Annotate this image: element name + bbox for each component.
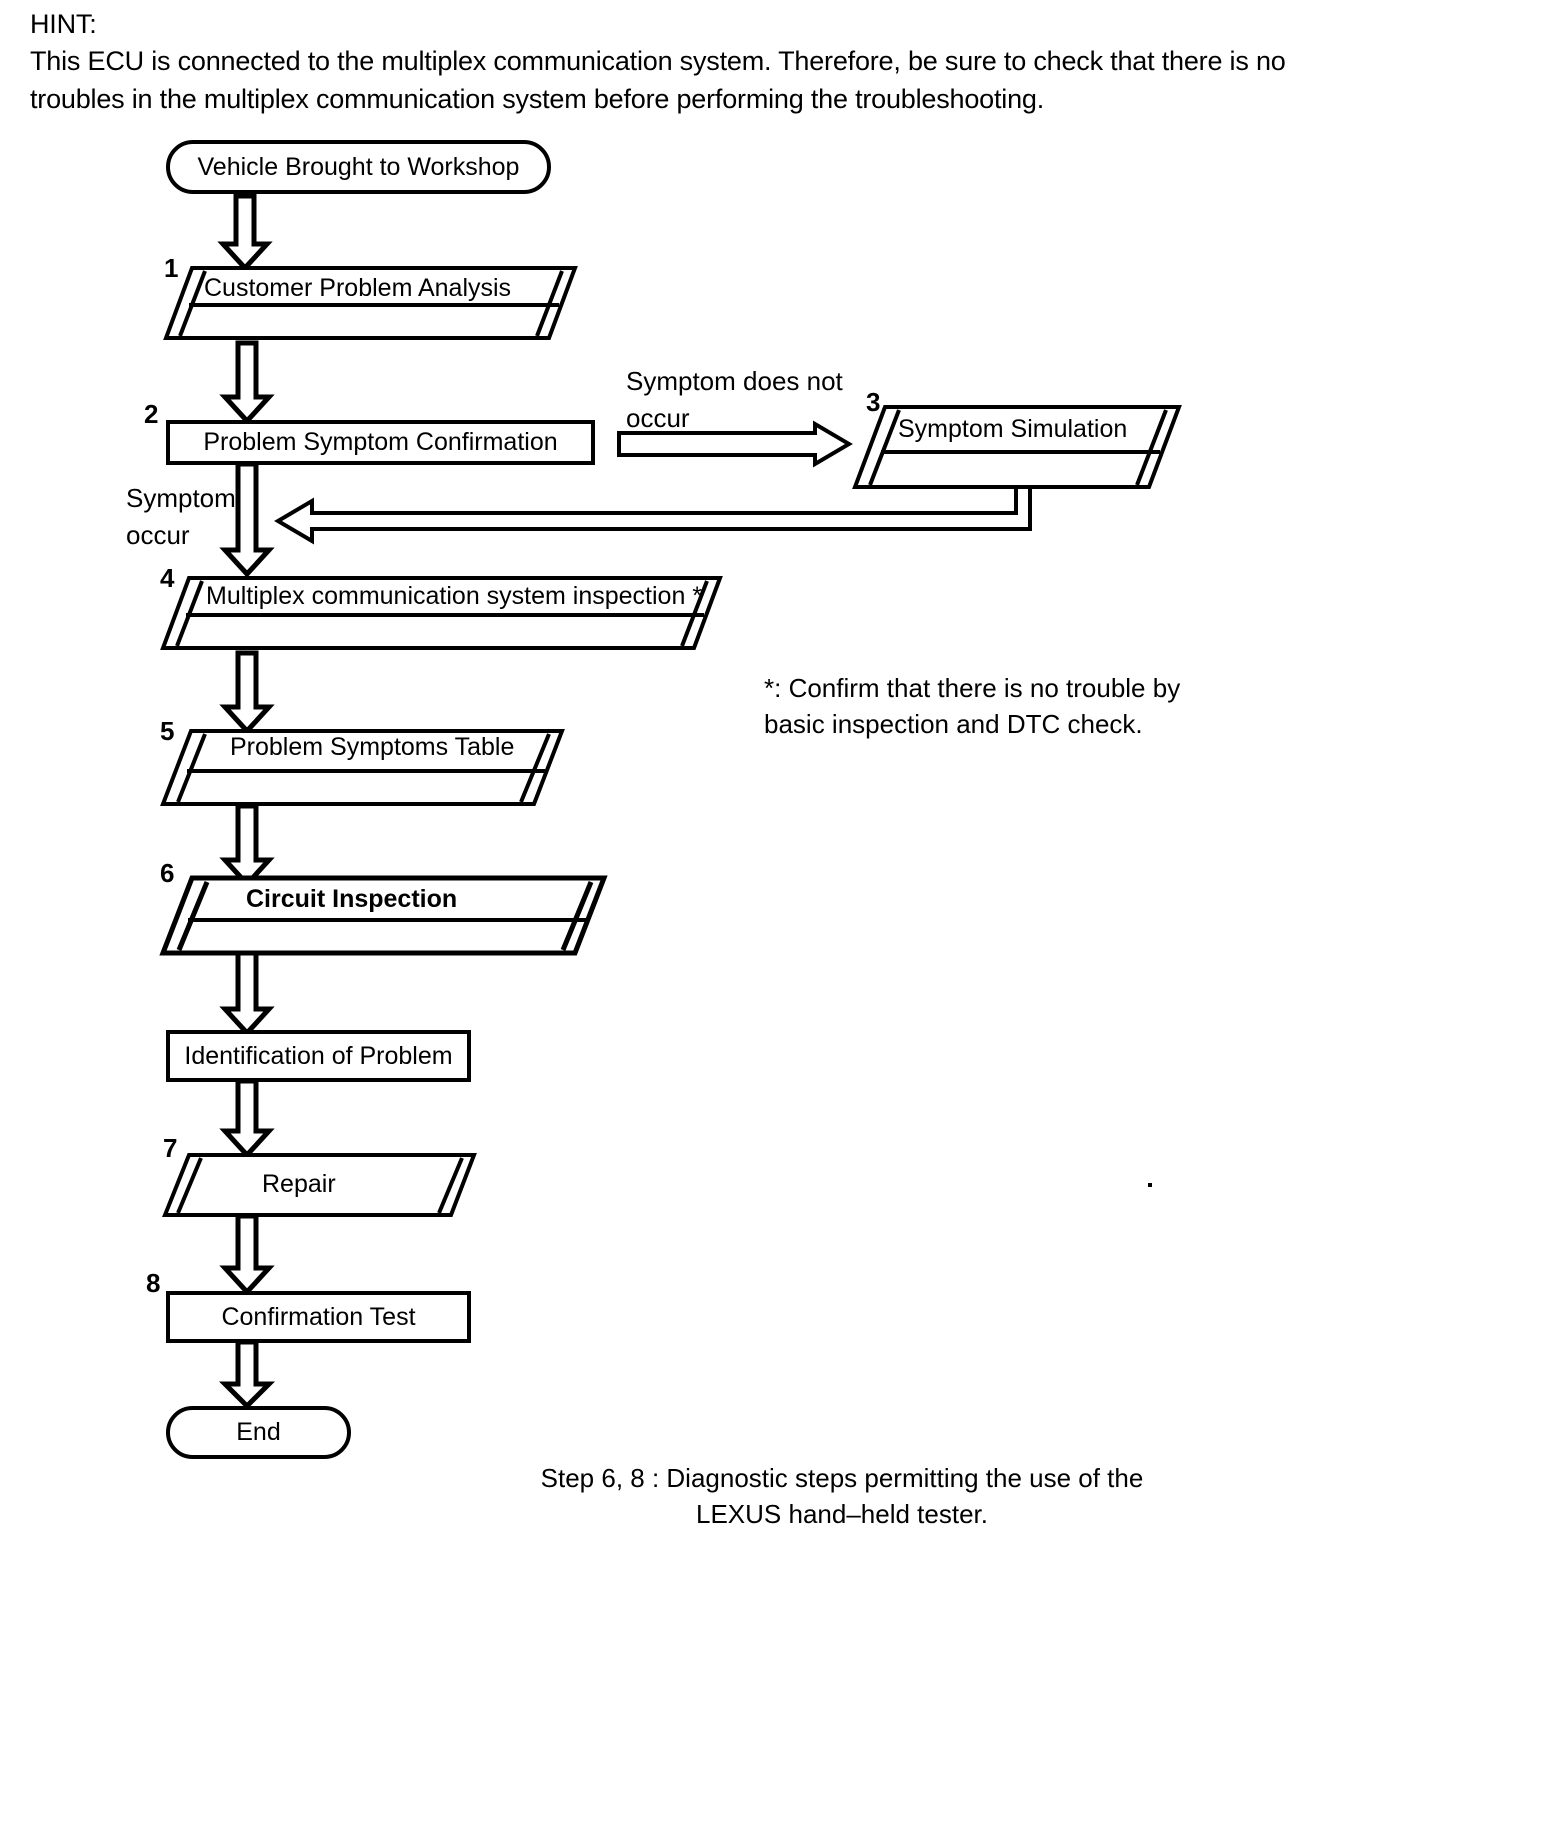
node-8-label: Confirmation Test [221,1302,416,1331]
step-number-6: 6 [160,858,175,888]
step-number-8: 8 [146,1268,161,1298]
node-identification-label: Identification of Problem [184,1041,453,1070]
node-3-label: Symptom Simulation [898,415,1128,443]
arrow-1-to-2 [219,340,275,425]
terminal-end: End [166,1406,351,1459]
node-7-label: Repair [262,1170,336,1198]
hint-title: HINT: [30,9,97,39]
step-number-3: 3 [866,387,881,417]
arrow-6-to-identification [219,950,275,1037]
print-artifact-dot [1148,1183,1152,1187]
node-2-label: Problem Symptom Confirmation [203,428,558,456]
node-1-shape [163,266,578,340]
node-6-label: Circuit Inspection [246,885,458,913]
terminal-start-label: Vehicle Brought to Workshop [197,152,520,181]
branch-label-symptom-occur: Symptom occur [126,483,236,550]
node-3-shape [852,405,1182,489]
node-5-label: Problem Symptoms Table [230,733,515,761]
footer-note: Step 6, 8 : Diagnostic steps permitting … [540,1463,1144,1529]
step-number-5: 5 [160,716,175,746]
step-number-7: 7 [163,1133,178,1163]
node-5-shape [160,729,565,806]
arrow-7-to-8 [219,1213,275,1296]
node-4-label: Multiplex communication system inspectio… [206,582,703,610]
step-number-4: 4 [160,563,175,593]
node-4-shape [160,576,723,650]
node-1-label: Customer Problem Analysis [204,274,512,302]
node-7-shape [162,1153,477,1217]
arrow-8-to-end [218,1339,276,1410]
node-2-box: Problem Symptom Confirmation [166,420,595,465]
terminal-start: Vehicle Brought to Workshop [166,140,551,194]
branch-label-symptom-not-occur: Symptom does not occur [626,366,843,433]
hint-body: This ECU is connected to the multiplex c… [30,46,1286,114]
step-number-2: 2 [144,399,159,429]
arrow-2-to-3 [617,420,853,468]
step-number-1: 1 [164,253,179,283]
terminal-end-label: End [236,1418,281,1446]
arrow-start-to-1 [217,193,273,272]
node-identification-box: Identification of Problem [166,1030,471,1082]
node-8-box: Confirmation Test [166,1291,471,1343]
arrow-5-to-6 [219,803,275,888]
node-6-shape [159,875,608,956]
arrow-identification-to-7 [219,1078,275,1159]
arrow-4-to-5 [219,650,275,735]
arrow-feedback-3-to-4 [272,485,1032,557]
arrow-2-to-4 [219,461,275,578]
asterisk-note: *: Confirm that there is no trouble by b… [764,673,1181,739]
hint-block: HINT: This ECU is connected to the multi… [30,6,1300,118]
